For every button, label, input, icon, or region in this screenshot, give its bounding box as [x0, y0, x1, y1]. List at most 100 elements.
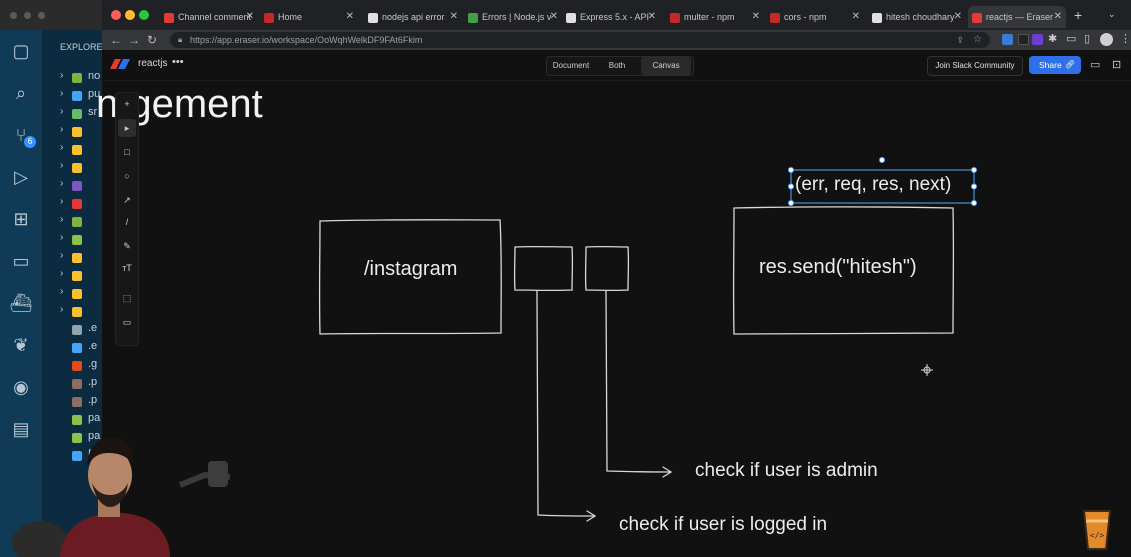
- frame-tool-icon[interactable]: ⬚: [122, 293, 132, 303]
- browser-tab[interactable]: nodejs api error✕: [364, 6, 462, 28]
- rectangle-tool-icon[interactable]: □: [124, 147, 130, 157]
- join-slack-button[interactable]: Join Slack Community: [927, 56, 1023, 76]
- presenter-webcam: [12, 437, 231, 557]
- file-menu-button[interactable]: •••: [172, 56, 184, 68]
- note-logged-in[interactable]: check if user is logged in: [619, 514, 828, 535]
- tab-favicon-icon: [972, 12, 982, 23]
- tab-title: Errors | Node.js v: [482, 12, 552, 22]
- file-type-icon: [72, 181, 82, 191]
- comment-tool-icon[interactable]: ▭: [122, 317, 132, 327]
- file-type-icon: [72, 235, 82, 245]
- eraser-app: reactjs ••• Document Both Canvas Join Sl…: [96, 50, 1131, 557]
- extension-icon-2[interactable]: [1018, 34, 1029, 45]
- file-type-icon: [72, 343, 82, 353]
- profile-avatar[interactable]: [1100, 33, 1113, 46]
- tab-close-icon[interactable]: ✕: [1053, 11, 1062, 22]
- close-dot[interactable]: [10, 12, 17, 19]
- new-tab-button[interactable]: +: [1074, 7, 1083, 23]
- source-control-badge: 6: [24, 136, 36, 148]
- live-share-icon[interactable]: ◉: [13, 377, 29, 397]
- run-debug-icon[interactable]: ▷: [14, 167, 28, 187]
- extensions-puzzle-icon[interactable]: ✱: [1048, 33, 1058, 45]
- note-admin[interactable]: check if user is admin: [695, 460, 878, 481]
- docker-icon[interactable]: ⛴: [9, 293, 33, 313]
- tab-close-icon[interactable]: ✕: [549, 11, 558, 22]
- pen-tool-icon[interactable]: ✎: [123, 241, 131, 251]
- tab-close-icon[interactable]: ✕: [953, 11, 962, 22]
- forward-icon[interactable]: →: [128, 33, 140, 47]
- back-icon[interactable]: ←: [110, 33, 122, 47]
- line-tool-icon[interactable]: /: [125, 217, 129, 227]
- close-window-button[interactable]: [111, 10, 121, 20]
- tool-palette: + ▸ □ ○ ↗ / ✎ ᴛT ⬚ ▭: [115, 92, 139, 346]
- share-button[interactable]: Share 🔗︎: [1029, 56, 1081, 74]
- browser-tab[interactable]: Errors | Node.js v✕: [464, 6, 562, 28]
- tab-title: cors - npm: [784, 12, 827, 22]
- eraser-logo-icon[interactable]: [110, 59, 130, 69]
- minimize-dot[interactable]: [24, 12, 31, 19]
- tab-close-icon[interactable]: ✕: [647, 11, 656, 22]
- tab-strip: Channel comment✕Home✕nodejs api error✕Er…: [102, 0, 1131, 30]
- tab-close-icon[interactable]: ✕: [851, 11, 860, 22]
- chevron-right-icon: ›: [60, 286, 64, 297]
- extension-icon-3[interactable]: [1032, 34, 1043, 45]
- file-type-icon: [72, 379, 82, 389]
- extension-icon-1[interactable]: [1002, 34, 1013, 45]
- explorer-item-label: .e: [88, 340, 98, 352]
- view-both-tab[interactable]: Both: [608, 61, 626, 70]
- reload-icon[interactable]: ↻: [147, 33, 158, 47]
- maximize-window-button[interactable]: [139, 10, 149, 20]
- search-icon[interactable]: ⌕: [15, 83, 27, 103]
- select-tool-icon[interactable]: ▸: [118, 119, 136, 137]
- ellipse-tool-icon[interactable]: ○: [124, 171, 130, 181]
- move-cursor-icon: [921, 364, 933, 376]
- browser-tab[interactable]: Express 5.x - API✕: [562, 6, 660, 28]
- canvas[interactable]: [102, 50, 1131, 557]
- cast-icon[interactable]: ▭: [1066, 33, 1077, 45]
- tab-close-icon[interactable]: ✕: [751, 11, 760, 22]
- response-box: [732, 206, 955, 335]
- source-control-icon[interactable]: ⑂ 6: [8, 122, 36, 148]
- minimize-window-button[interactable]: [125, 10, 135, 20]
- tab-close-icon[interactable]: ✕: [245, 11, 254, 22]
- tab-search-icon[interactable]: ⌄: [1108, 9, 1116, 19]
- arrow-tool-icon[interactable]: ↗: [123, 195, 131, 205]
- chrome-menu-icon[interactable]: ⋮: [1120, 33, 1131, 45]
- view-document-tab[interactable]: Document: [552, 61, 590, 70]
- tab-close-icon[interactable]: ✕: [449, 11, 458, 22]
- svg-text:</>: </>: [1090, 531, 1105, 540]
- maximize-dot[interactable]: [38, 12, 45, 19]
- explorer-item-label: pa: [88, 430, 101, 442]
- panel-toggle-icon[interactable]: ⊡: [1112, 59, 1122, 71]
- remote-explorer-icon[interactable]: ▭: [12, 251, 30, 271]
- address-bar[interactable]: 🔒︎ https://app.eraser.io/workspace/OoWqh…: [170, 32, 990, 48]
- browser-tab[interactable]: reactjs — Eraser✕: [968, 6, 1066, 28]
- chevron-right-icon: ›: [60, 268, 64, 279]
- res-send-label[interactable]: res.send("hitesh"): [759, 256, 917, 278]
- mongodb-leaf-icon[interactable]: ❦: [13, 335, 29, 355]
- file-type-icon: [72, 433, 82, 443]
- terminal-icon[interactable]: ▤: [12, 419, 30, 439]
- file-type-icon: [72, 451, 82, 461]
- tab-close-icon[interactable]: ✕: [345, 11, 354, 22]
- files-icon[interactable]: ▢: [12, 41, 30, 61]
- middleware-signature[interactable]: (err, req, res, next): [795, 174, 952, 195]
- bookmark-star-icon[interactable]: ☆: [973, 34, 982, 45]
- share-page-icon[interactable]: ⇪: [956, 35, 964, 45]
- browser-tab[interactable]: Channel comment✕: [160, 6, 258, 28]
- chevron-right-icon: ›: [60, 160, 64, 171]
- view-canvas-tab[interactable]: Canvas: [641, 57, 691, 75]
- file-name[interactable]: reactjs: [138, 58, 168, 69]
- sidepanel-icon[interactable]: ▯: [1084, 33, 1091, 45]
- browser-tab[interactable]: cors - npm ✕: [766, 6, 864, 28]
- text-tool-icon[interactable]: ᴛT: [122, 263, 132, 273]
- browser-tab[interactable]: Home✕: [260, 6, 358, 28]
- extensions-icon[interactable]: ⊞: [13, 209, 29, 229]
- comments-icon[interactable]: ▭: [1090, 59, 1101, 71]
- add-tool-icon[interactable]: +: [124, 99, 130, 109]
- browser-tab[interactable]: hitesh choudhary✕: [868, 6, 966, 28]
- share-label: Share: [1039, 60, 1062, 70]
- instagram-label[interactable]: /instagram: [364, 258, 458, 280]
- browser-tab[interactable]: multer - npm✕: [666, 6, 764, 28]
- middleware-box-1: [513, 245, 574, 292]
